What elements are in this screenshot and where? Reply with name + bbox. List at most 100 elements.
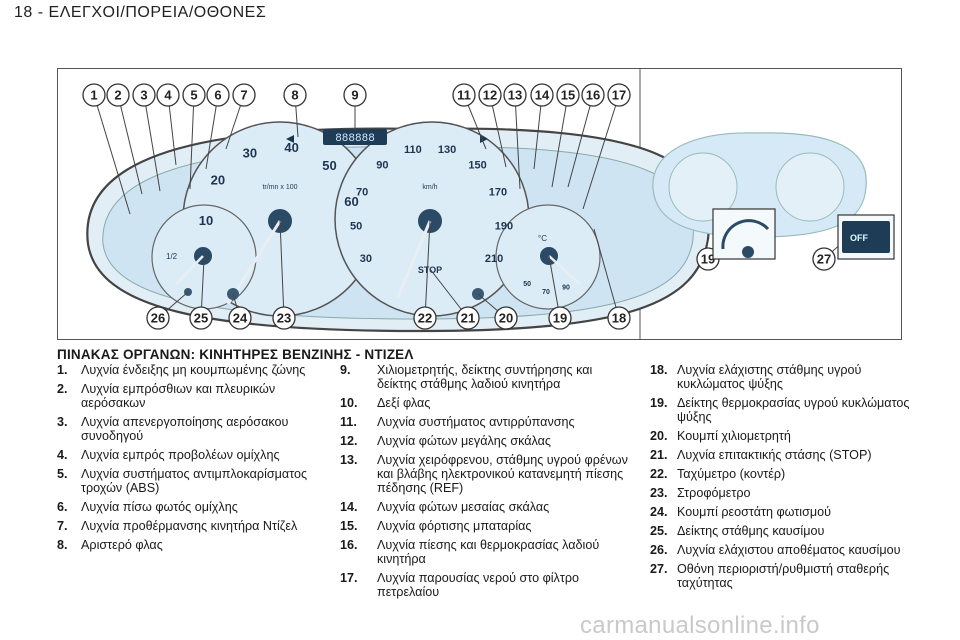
callout-leader-line (533, 94, 543, 170)
rpm-tick-label: 50 (322, 158, 336, 173)
legend-item: 20. Κουμπί χιλιομετρητή (650, 429, 930, 443)
rpm-tick-label: 20 (211, 173, 225, 188)
speed-tick-label: 190 (495, 220, 513, 232)
callout-leader-line (593, 228, 620, 319)
legend-item-text: Χιλιομετρητής, δείκτης συντήρησης και δε… (377, 363, 593, 391)
legend-item-number: 3. (57, 415, 68, 429)
callout-leader-line (279, 220, 285, 319)
legend-item-number: 15. (340, 519, 358, 533)
callout-leader-line (424, 220, 431, 319)
legend-item-text: Στροφόμετρο (677, 486, 751, 500)
legend-item: 24.Κουμπί ρεοστάτη φωτισμού (650, 505, 930, 519)
callout-circle (581, 83, 605, 107)
page-header: 18 - ΕΛΕΓΧΟΙ/ΠΟΡΕΙΑ/ΟΘΟΝΕΣ (14, 4, 267, 21)
callout-number: 20 (499, 311, 513, 326)
callout-circle (206, 83, 230, 107)
callout-number: 8 (291, 88, 298, 103)
callout-leader-line (93, 94, 131, 215)
speed-tick-label: 210 (485, 253, 503, 265)
callout-number: 19 (553, 311, 567, 326)
legend-item-text: Λυχνία απενεργοποίησης αερόσακου συνοδηγ… (81, 415, 289, 443)
rpm-tick-label: 60 (344, 194, 358, 209)
legend-item-text: Λυχνία πίεσης και θερμοκρασίας λαδιού κι… (377, 538, 600, 566)
legend-item-number: 22. (650, 467, 668, 481)
legend-item-text: Οθόνη περιοριστή/ρυθμιστή σταθερής ταχύτ… (677, 562, 890, 590)
legend-item: 16. Λυχνία πίεσης και θερμοκρασίας λαδιού… (340, 538, 630, 566)
legend-item-text: Λυχνία ένδειξης μη κουμπωμένης ζώνης (81, 363, 306, 377)
legend-item: 4.Λυχνία εμπρός προβολέων ομίχλης (57, 448, 327, 462)
callout-leader-line (551, 94, 569, 188)
speed-tick-label: 70 (356, 187, 368, 199)
callout-circle (530, 83, 554, 107)
odometer-display (323, 129, 387, 145)
callout-leader-line (189, 94, 195, 190)
right-turn-arrow-icon (480, 135, 488, 143)
callout-number: 13 (508, 88, 522, 103)
legend-item-number: 27. (650, 562, 668, 576)
rpm-tick-label: 30 (243, 145, 257, 160)
legend-item: 18.Λυχνία ελάχιστης στάθμης υγρού κυκλώμ… (650, 363, 930, 391)
legend-item-text: Λυχνία προθέρμανσης κινητήρα Ντίζελ (81, 519, 298, 533)
legend-item-text: Λυχνία φόρτισης μπαταρίας (377, 519, 532, 533)
fuel-half-label: 1/2 (166, 252, 178, 261)
callout-number: 4 (164, 88, 172, 103)
callout-number: 3 (140, 88, 147, 103)
callout-circle (478, 83, 502, 107)
callout-circle (156, 83, 180, 107)
legend-item-text: Λυχνία επιτακτικής στάσης (STOP) (677, 448, 872, 462)
callout-leader-line (167, 94, 177, 166)
callout-circle (494, 306, 518, 330)
callout-number: 1 (90, 88, 97, 103)
legend-item-number: 16. (340, 538, 358, 552)
legend-item-number: 8. (57, 538, 68, 552)
legend-item-number: 6. (57, 500, 68, 514)
legend-item-text: Λυχνία φώτων μεγάλης σκάλας (377, 434, 552, 448)
speed-tick-label: 130 (438, 144, 456, 156)
callout-leader-line (117, 94, 143, 195)
callout-number: 19 (701, 252, 715, 267)
legend-item: 15. Λυχνία φόρτισης μπαταρίας (340, 519, 630, 533)
legend-item-text: Λυχνία φώτων μεσαίας σκάλας (377, 500, 550, 514)
legend-item: 13.Λυχνία χειρόφρενου, στάθμης υγρού φρέ… (340, 453, 630, 495)
legend-item: 17.Λυχνία παρουσίας νερού στο φίλτρο πετ… (340, 571, 630, 599)
temp-tick-label: 50 (523, 281, 531, 288)
callout-circle (556, 83, 580, 107)
legend-item-text: Αριστερό φλας (81, 538, 163, 552)
callout-number: 26 (151, 311, 165, 326)
callout-circle (812, 247, 836, 271)
legend-item-number: 10. (340, 396, 358, 410)
legend-item: 26.Λυχνία ελάχιστου αποθέματος καυσίμου (650, 543, 930, 557)
callout-leader-line (143, 94, 161, 192)
legend-item-number: 20. (650, 429, 668, 443)
callout-number: 22 (418, 311, 432, 326)
legend-item: 8. Αριστερό φλας (57, 538, 327, 552)
callout-circle (413, 306, 437, 330)
callout-number: 17 (612, 88, 626, 103)
rpm-tick-label: 10 (199, 213, 213, 228)
stop-label: STOP (418, 265, 442, 275)
rpm-unit-label: tr/mn x 100 (262, 184, 297, 191)
speed-unit-label: km/h (422, 184, 437, 191)
legend-item-text: Κουμπί χιλιομετρητή (677, 429, 791, 443)
callout-number: 5 (190, 88, 197, 103)
side-dial-left (668, 152, 738, 222)
temp-tick-label: 70 (542, 289, 550, 296)
temp-zoom-arc (721, 219, 770, 250)
speedometer-needle (396, 220, 432, 298)
legend-item-text: Λυχνία παρουσίας νερού στο φίλτρο πετρελ… (377, 571, 579, 599)
callout-circle (283, 83, 307, 107)
legend-item-number: 14. (340, 500, 358, 514)
odometer-value: 888888 (335, 133, 375, 145)
legend-item-number: 19. (650, 396, 668, 410)
legend-item: 6.Λυχνία πίσω φωτός ομίχλης (57, 500, 327, 514)
legend-item: 23.Στροφόμετρο (650, 486, 930, 500)
callout-circle (132, 83, 156, 107)
legend-item-text: Λυχνία εμπρόσθιων και πλευρικών αερόσακω… (81, 382, 276, 410)
callout-leader-line (205, 94, 219, 170)
legend-item: 10.Δεξί φλας (340, 396, 630, 410)
callout-number: 21 (461, 311, 475, 326)
legend-item-number: 21. (650, 448, 668, 462)
cruise-display (842, 221, 890, 253)
legend-item-text: Κουμπί ρεοστάτη φωτισμού (677, 505, 832, 519)
